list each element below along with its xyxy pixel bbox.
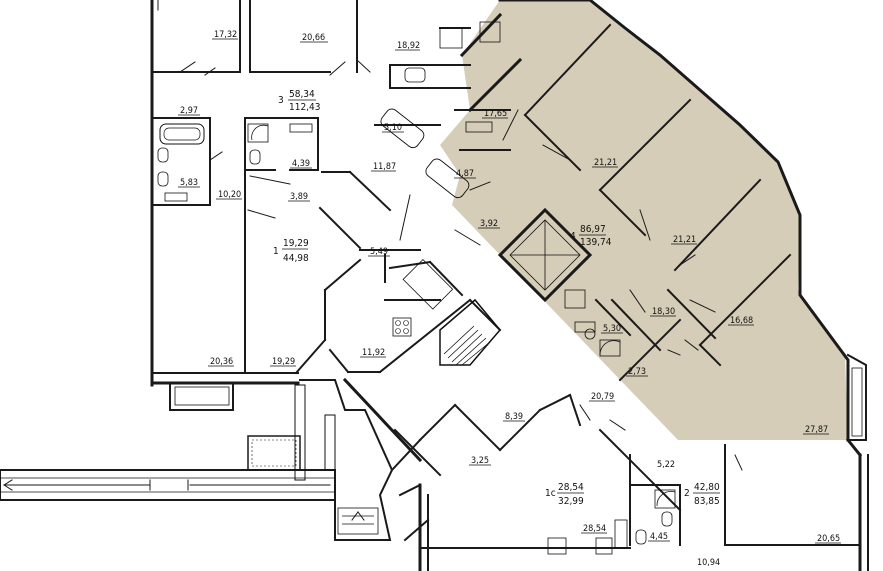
apartment-4-label: 4 86,97 139,74 bbox=[570, 224, 612, 248]
apartment-living-area: 86,97 bbox=[580, 224, 606, 235]
room-area-label: 21,21 bbox=[594, 158, 617, 168]
room-area-label: 3,25 bbox=[471, 456, 489, 466]
apartment-living-area: 42,80 bbox=[694, 482, 720, 493]
room-area-label: 17,32 bbox=[214, 30, 237, 40]
staircase bbox=[439, 298, 501, 366]
apartment-1-label: 1 19,29 44,98 bbox=[273, 238, 309, 264]
apartment-living-area: 58,34 bbox=[289, 89, 315, 100]
apartment-number: 4 bbox=[570, 231, 576, 242]
room-labels: 17,32 20,66 18,92 2,97 5,83 10,20 4,39 3… bbox=[178, 30, 841, 568]
left-block-walls bbox=[150, 0, 392, 387]
apartment-living-area: 19,29 bbox=[283, 238, 309, 249]
room-area-label: 21,21 bbox=[673, 235, 696, 245]
apartment-number: 2 bbox=[684, 488, 690, 499]
room-area-label: 18,92 bbox=[397, 41, 420, 51]
room-area-label: 10,20 bbox=[218, 190, 241, 200]
room-area-label: 20,66 bbox=[302, 33, 325, 43]
upper-central-bathrooms bbox=[374, 21, 519, 199]
room-area-label: 19,29 bbox=[272, 357, 295, 367]
room-area-label: 11,92 bbox=[362, 348, 385, 358]
apartment-total-area: 32,99 bbox=[558, 496, 584, 507]
apartment-2-label: 2 42,80 83,85 bbox=[684, 482, 720, 507]
room-area-label: 17,65 bbox=[484, 109, 507, 119]
room-area-label: 20,36 bbox=[210, 357, 233, 367]
central-kitchen bbox=[392, 258, 454, 337]
apartment-number: 1 bbox=[273, 246, 279, 257]
apartment-1c-label: 1с 28,54 32,99 bbox=[545, 482, 584, 507]
room-area-label: 2,97 bbox=[180, 106, 198, 116]
apartment-4-highlight[interactable] bbox=[440, 0, 848, 440]
central-walls bbox=[328, 194, 582, 477]
room-area-label: 16,68 bbox=[730, 316, 753, 326]
elevator-shaft bbox=[497, 207, 593, 303]
room-area-label: 28,54 bbox=[583, 524, 606, 534]
room-area-label: 20,79 bbox=[591, 392, 614, 402]
room-area-label: 8,39 bbox=[505, 412, 523, 422]
apartment-4-walls bbox=[459, 0, 850, 442]
room-area-label: 5,83 bbox=[180, 178, 198, 188]
room-area-label: 3,92 bbox=[480, 219, 498, 229]
room-area-label: 5,10 bbox=[384, 123, 402, 133]
room-area-label: 5,49 bbox=[370, 247, 388, 257]
apartment-total-area: 83,85 bbox=[694, 496, 720, 507]
apartment-number: 3 bbox=[278, 95, 284, 106]
room-area-label: 3,89 bbox=[290, 192, 308, 202]
room-area-label: 18,30 bbox=[652, 307, 675, 317]
room-area-label: 27,87 bbox=[805, 425, 828, 435]
room-area-label: 4,45 bbox=[650, 532, 668, 542]
apartment-total-area: 44,98 bbox=[283, 253, 309, 264]
room-area-label: 11,87 bbox=[373, 162, 396, 172]
apartment-4-bathroom bbox=[564, 289, 621, 357]
apartment-number: 1с bbox=[545, 488, 556, 499]
lower-left-gallery bbox=[0, 379, 430, 542]
apartment-total-area: 112,43 bbox=[289, 102, 320, 113]
room-area-label: 5,30 bbox=[603, 324, 621, 334]
left-bathroom-fixtures bbox=[157, 123, 313, 202]
room-area-label: 4,39 bbox=[292, 159, 310, 169]
room-area-label: 20,65 bbox=[817, 534, 840, 544]
room-area-label: 10,94 bbox=[697, 558, 720, 568]
apartment-3-label: 3 58,34 112,43 bbox=[278, 89, 320, 113]
apartment-living-area: 28,54 bbox=[558, 482, 584, 493]
apartment-total-area: 139,74 bbox=[580, 237, 612, 248]
room-area-label: 2,73 bbox=[628, 367, 646, 377]
right-balcony bbox=[846, 353, 867, 441]
room-area-label: 4,87 bbox=[456, 169, 474, 179]
room-area-label: 5,22 bbox=[657, 460, 675, 470]
left-balcony bbox=[169, 384, 234, 411]
